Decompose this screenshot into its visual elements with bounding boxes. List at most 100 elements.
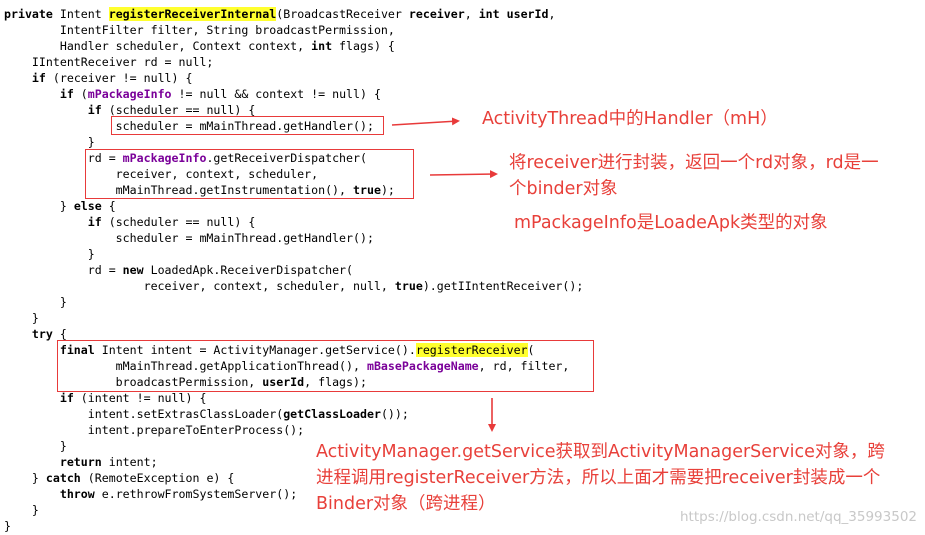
code-token: broadcastPermission,	[4, 375, 263, 389]
code-line: throw e.rethrowFromSystemServer();	[4, 486, 583, 502]
code-token: receiver, context, scheduler, null,	[4, 279, 395, 293]
code-line: try {	[4, 326, 583, 342]
code-token: (receiver != null) {	[52, 71, 193, 85]
code-token: .getReceiverDispatcher(	[206, 151, 367, 165]
code-line: }	[4, 518, 583, 534]
dispatcher-box	[85, 149, 414, 199]
code-line: if (scheduler == null) {	[4, 102, 583, 118]
code-token: return	[59, 455, 109, 469]
code-line: receiver, context, scheduler, null, true…	[4, 278, 584, 294]
code-line: } catch (RemoteException e) {	[4, 470, 583, 486]
code-token: rd =	[4, 151, 123, 165]
code-token: , flags);	[304, 375, 367, 389]
code-line: }	[4, 438, 583, 454]
code-token: e.rethrowFromSystemServer();	[101, 487, 298, 501]
annotation-am-line2: 进程调用registerReceiver方法，所以上面才需要把receiver封…	[316, 468, 881, 488]
code-line: mMainThread.getApplicationThread(), mBas…	[4, 358, 583, 374]
code-line: rd = mPackageInfo.getReceiverDispatcher(	[4, 150, 583, 166]
code-token: registerReceiver	[415, 343, 528, 357]
code-token: ,	[548, 7, 556, 21]
code-token: mPackageInfo	[122, 151, 207, 165]
code-line: private Intent registerReceiverInternal(…	[4, 6, 583, 22]
annotation-package-info: mPackageInfo是LoadeApk类型的对象	[514, 213, 828, 233]
code-token: Handler scheduler, Context context,	[4, 39, 312, 53]
register-receiver-box	[57, 340, 594, 392]
code-token: if	[31, 71, 53, 85]
code-line: intent.setExtrasClassLoader(getClassLoad…	[4, 406, 583, 422]
code-token: (	[80, 87, 88, 101]
code-token: if	[59, 391, 81, 405]
code-line: }	[4, 294, 583, 310]
code-block: private Intent registerReceiverInternal(…	[4, 6, 583, 534]
code-line: rd = new LoadedApk.ReceiverDispatcher(	[4, 262, 583, 278]
code-line: mMainThread.getInstrumentation(), true);	[4, 182, 583, 198]
code-token: {	[108, 199, 116, 213]
code-token: scheduler = mMainThread.getHandler();	[4, 119, 374, 133]
annotation-rd-line1: 将receiver进行封装，返回一个rd对象，rd是一	[509, 153, 879, 173]
code-token: registerReceiverInternal	[108, 7, 277, 21]
code-token: IIntentReceiver rd = null;	[4, 55, 214, 69]
code-token: userId	[262, 375, 305, 389]
code-line: if (receiver != null) {	[4, 70, 583, 86]
code-line: }	[4, 246, 583, 262]
code-token: );	[380, 183, 395, 197]
code-token: flags) {	[339, 39, 395, 53]
code-token: != null && context != null) {	[171, 87, 381, 101]
code-token: (scheduler == null) {	[108, 215, 256, 229]
code-token: int	[311, 39, 340, 53]
code-line: }	[4, 134, 583, 150]
code-token: LoadedApk.ReceiverDispatcher(	[150, 263, 354, 277]
code-token: intent.prepareToEnterProcess();	[4, 423, 305, 437]
code-line: IntentFilter filter, String broadcastPer…	[4, 22, 583, 38]
code-line: final Intent intent = ActivityManager.ge…	[4, 342, 583, 358]
code-token: IntentFilter filter, String broadcastPer…	[4, 23, 395, 37]
code-token: receiver	[408, 7, 465, 21]
code-token: }	[4, 439, 67, 453]
handler-box	[111, 116, 384, 135]
code-line: }	[4, 310, 583, 326]
code-token: intent.setExtrasClassLoader(	[4, 407, 284, 421]
annotation-rd-line2: 个binder对象	[509, 179, 618, 199]
code-line: return intent;	[4, 454, 583, 470]
code-token: }	[4, 247, 95, 261]
code-token: new	[122, 263, 151, 277]
code-line: broadcastPermission, userId, flags);	[4, 374, 583, 390]
code-token: (RemoteException e) {	[87, 471, 235, 485]
code-token: private	[4, 7, 60, 21]
code-line: } else {	[4, 198, 583, 214]
code-token: Intent intent = ActivityManager.getServi…	[101, 343, 416, 357]
handler-arrow	[391, 117, 460, 126]
code-token: {	[59, 327, 67, 341]
code-token: rd =	[4, 263, 123, 277]
code-line: if (intent != null) {	[4, 390, 583, 406]
code-token: int	[478, 7, 507, 21]
code-token: }	[4, 471, 46, 485]
watermark: https://blog.csdn.net/qq_35993502	[679, 509, 917, 525]
code-token: (BroadcastReceiver	[276, 7, 409, 21]
code-token: (	[527, 343, 535, 357]
code-token: getClassLoader	[283, 407, 381, 421]
code-line: IIntentReceiver rd = null;	[4, 54, 583, 70]
annotation-handler: ActivityThread中的Handler（mH）	[482, 109, 778, 129]
code-line: }	[4, 502, 583, 518]
code-token: userId	[506, 7, 549, 21]
code-token: true	[353, 183, 381, 197]
code-token: ).getIIntentReceiver();	[422, 279, 584, 293]
code-token: true	[394, 279, 423, 293]
annotation-am-line3: Binder对象（跨进程）	[316, 494, 496, 514]
code-token: mMainThread.getInstrumentation(),	[4, 183, 354, 197]
code-token: ,	[464, 7, 479, 21]
code-token: throw	[59, 487, 102, 501]
code-token: else	[73, 199, 109, 213]
code-token: receiver, context, scheduler,	[4, 167, 319, 181]
code-token: if	[87, 103, 109, 117]
code-line: if (mPackageInfo != null && context != n…	[4, 86, 583, 102]
code-token: final	[59, 343, 102, 357]
code-token: }	[4, 135, 95, 149]
code-line: scheduler = mMainThread.getHandler();	[4, 230, 583, 246]
code-token: , rd, filter,	[478, 359, 570, 373]
code-line: intent.prepareToEnterProcess();	[4, 422, 583, 438]
code-token: mMainThread.getApplicationThread(),	[4, 359, 367, 373]
code-token: }	[4, 295, 67, 309]
